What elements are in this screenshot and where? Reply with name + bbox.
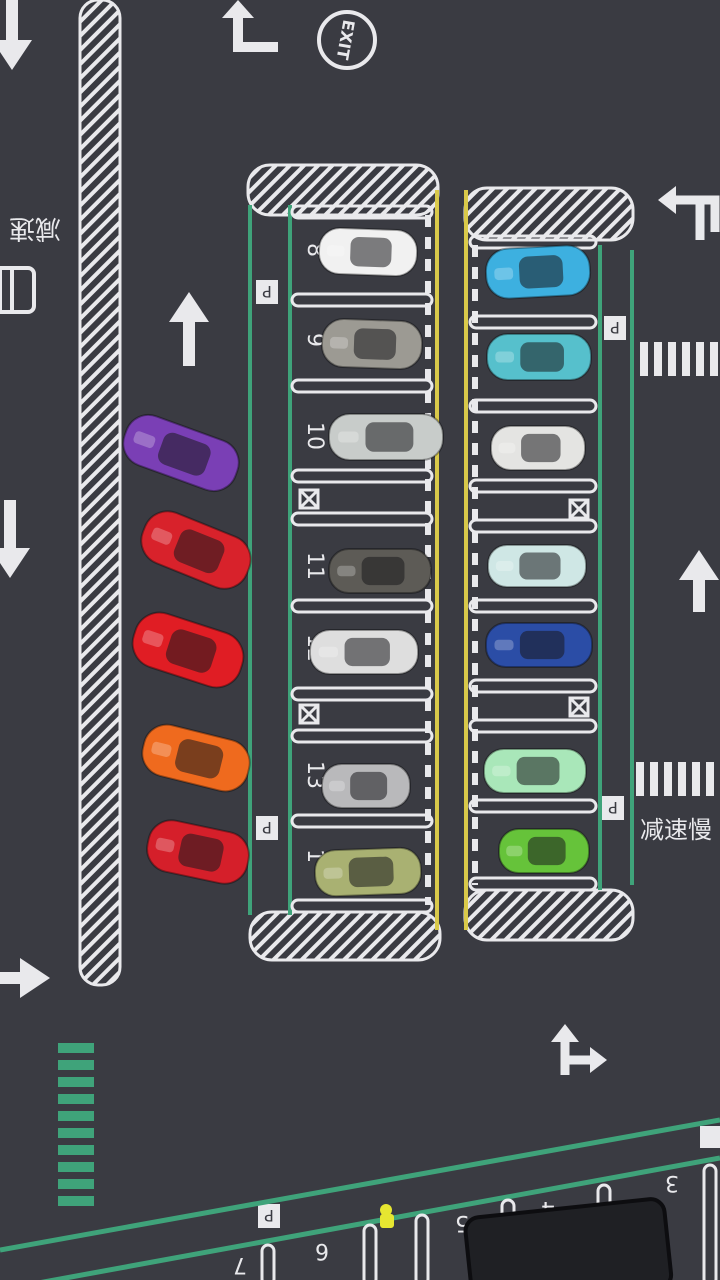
car-highlight xyxy=(495,560,514,572)
arrow-up-icon xyxy=(169,292,209,366)
car-window xyxy=(165,629,217,673)
teal-classic-car xyxy=(486,333,592,381)
arrow-up-right-icon xyxy=(679,550,719,612)
car-highlight xyxy=(506,845,523,857)
white-crosswalk-lower xyxy=(636,762,714,796)
slow-down-text-right: 减速慢 xyxy=(640,816,712,844)
car-window xyxy=(348,856,394,888)
parking-sign-letter: P xyxy=(264,1206,274,1225)
stall-number: 7 xyxy=(233,1252,247,1277)
car-highlight xyxy=(151,741,172,757)
lime-buggy xyxy=(498,828,590,874)
car-window xyxy=(521,433,561,463)
turn-arrow-icon xyxy=(233,8,278,52)
cars-layer xyxy=(122,227,593,898)
red-hatchback xyxy=(146,819,250,885)
car-highlight xyxy=(329,336,349,349)
turn-arrow-head xyxy=(222,0,254,18)
car-window xyxy=(527,836,566,866)
car-highlight xyxy=(494,267,514,281)
car-highlight xyxy=(323,867,343,879)
white-crosswalk-upper xyxy=(640,342,718,376)
green-road-line-outer xyxy=(0,1117,720,1253)
car-window xyxy=(365,422,414,452)
stall-number: 11 xyxy=(302,552,327,580)
hatched-island-bottom-left xyxy=(248,910,442,962)
slow-down-text-top: 减速 xyxy=(9,213,61,243)
silver-concept-car xyxy=(328,413,444,461)
car-highlight xyxy=(326,245,345,257)
car-highlight xyxy=(133,431,156,449)
car-highlight xyxy=(492,765,511,777)
stall-number: 10 xyxy=(302,422,327,450)
car-window xyxy=(157,432,211,476)
car-highlight xyxy=(495,351,515,363)
right-stall-dividers xyxy=(468,234,598,892)
hatched-island-top-right xyxy=(463,186,635,242)
toy-figure xyxy=(380,1204,394,1228)
car-window xyxy=(353,328,397,360)
mint-convertible xyxy=(487,544,587,588)
stall-number: 6 xyxy=(315,1238,329,1263)
car-window xyxy=(175,739,224,779)
car-window xyxy=(178,833,224,872)
car-window xyxy=(350,236,392,268)
vehicle-outline-icon xyxy=(0,266,36,314)
red-coupe xyxy=(131,611,245,689)
white-suv xyxy=(490,425,586,471)
stall-number: 3 xyxy=(665,1170,679,1195)
white-convertible xyxy=(317,227,419,277)
arrow-right-icon xyxy=(0,958,50,998)
orange-coupe xyxy=(141,723,251,793)
parking-sign-letter: P xyxy=(608,798,618,817)
parking-sign-letter: P xyxy=(610,318,620,337)
car-highlight xyxy=(151,527,173,545)
fork-arrow-head-right xyxy=(590,1047,607,1073)
car-highlight xyxy=(142,630,164,648)
parking-signs xyxy=(256,280,720,1228)
parking-sign-letter: P xyxy=(262,282,272,301)
car-highlight xyxy=(338,431,359,443)
red-convertible xyxy=(140,510,252,590)
blue-sports-car xyxy=(484,244,592,300)
no-parking-marks xyxy=(298,488,590,725)
exit-sign xyxy=(317,10,377,70)
silver-supercar xyxy=(320,318,424,370)
car-window xyxy=(173,529,225,574)
car-window xyxy=(516,756,560,786)
navy-sports-car xyxy=(485,622,593,668)
car-highlight xyxy=(155,837,175,853)
hatched-divider xyxy=(78,0,122,987)
olive-sedan xyxy=(313,846,423,898)
green-crosswalk xyxy=(58,1043,94,1206)
car-highlight xyxy=(494,639,514,651)
fork-arrow-head-up xyxy=(551,1024,579,1042)
left-stall-dividers xyxy=(290,204,434,914)
purple-sports-car xyxy=(122,413,240,493)
stall-number: 9 xyxy=(302,333,327,347)
car-highlight xyxy=(329,780,345,792)
car-highlight xyxy=(318,646,339,658)
car-window xyxy=(519,630,565,660)
car-window xyxy=(361,556,405,586)
car-window xyxy=(519,552,561,580)
fork-arrow-top-right-icon xyxy=(670,195,720,240)
grey-pickup xyxy=(328,548,432,594)
hatched-island-bottom-right xyxy=(463,888,635,942)
car-window xyxy=(518,255,564,289)
car-highlight xyxy=(337,565,356,577)
car-window xyxy=(344,637,390,667)
car-window xyxy=(520,342,564,372)
white-roadster xyxy=(309,629,419,675)
arrow-down-top-icon xyxy=(0,0,32,70)
green-road-line-inner xyxy=(40,1155,720,1280)
arrow-down-icon xyxy=(0,500,30,578)
mint-classic-car xyxy=(483,748,587,794)
parking-sign-letter: P xyxy=(262,818,272,837)
car-window xyxy=(350,771,388,801)
silver-hotrod xyxy=(321,763,411,809)
fork-arrow-top-right-head xyxy=(658,186,676,214)
car-highlight xyxy=(498,442,516,454)
